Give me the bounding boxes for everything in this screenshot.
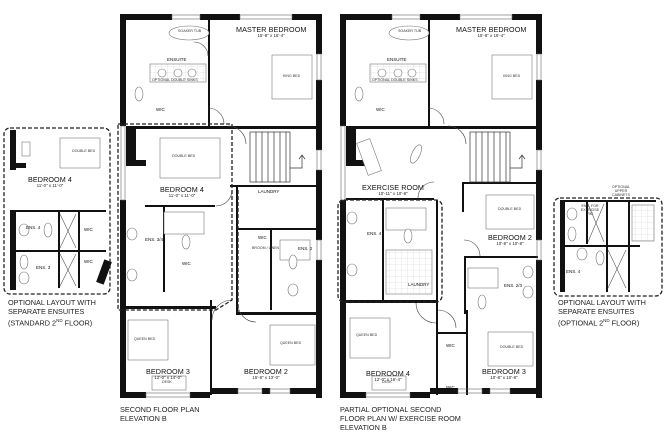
room-name: BEDROOM 3 bbox=[482, 367, 527, 376]
fixture-label-double-bed: DOUBLE BED bbox=[498, 207, 522, 211]
room-dimension: 10'-11" x 10'-8" bbox=[378, 191, 408, 197]
caption-line: ELEVATION B bbox=[120, 414, 167, 423]
room-label-ens-4: ENS. 4 bbox=[367, 231, 382, 236]
fixture-label-queen-bed: QUEEN BED bbox=[356, 333, 378, 337]
room-label-wic: WIC bbox=[84, 259, 93, 264]
room-name: BEDROOM 3 bbox=[146, 367, 191, 376]
inset-caption-standard: OPTIONAL LAYOUT WITH SEPARATE ENSUITES (… bbox=[8, 298, 96, 327]
caption-superscript: ND bbox=[603, 318, 610, 323]
room-label-ensuite: ENSUITE bbox=[167, 57, 187, 62]
caption-line: SEPARATE ENSUITES bbox=[558, 307, 635, 316]
room-name: MASTER BEDROOM bbox=[456, 25, 527, 34]
room-dimension: 15'-8" x 16'-4" bbox=[477, 33, 505, 39]
room-label-ens-4: ENS. 4 bbox=[566, 269, 581, 274]
room-label-wic: WIC bbox=[376, 107, 385, 112]
room-name: BEDROOM 4 bbox=[28, 175, 73, 184]
fixture-label-soaker-tub: SOAKER TUB bbox=[178, 29, 202, 33]
fixture-label-queen-bed: QUEEN BED bbox=[280, 341, 302, 345]
room-label-bedroom-4: BEDROOM 4 11'-0" x 11'-0" bbox=[160, 186, 204, 198]
fixture-label-double-bed: DOUBLE BED bbox=[172, 154, 196, 158]
caption-line: OPTIONAL LAYOUT WITH bbox=[8, 298, 96, 307]
room-label-ens-3-4: ENS. 3/4 bbox=[145, 237, 164, 242]
caption-line: (STANDARD 2ND FLOOR) bbox=[8, 316, 96, 327]
room-label-ens-4: ENS. 4 bbox=[26, 225, 41, 230]
room-dimension: 11'-0" x 11'-0" bbox=[36, 183, 64, 189]
room-label-wic: WIC bbox=[258, 235, 267, 240]
caption-line: FLOOR PLAN W/ EXERCISE ROOM bbox=[340, 414, 461, 423]
plan-caption-second-floor: SECOND FLOOR PLAN ELEVATION B bbox=[120, 405, 199, 423]
room-label-ensuite: ENSUITE bbox=[387, 57, 407, 62]
plan-caption-partial-optional: PARTIAL OPTIONAL SECOND FLOOR PLAN W/ EX… bbox=[340, 405, 461, 432]
room-dimension: 15'-8" x 13'-0" bbox=[252, 375, 280, 381]
room-label-bedroom-3: BEDROOM 3 10'-8" x 10'-8" bbox=[482, 368, 526, 380]
fixture-label-double-sinks: OPTIONAL DOUBLE SINKS bbox=[152, 78, 198, 82]
caption-line: PARTIAL OPTIONAL SECOND bbox=[340, 405, 442, 414]
room-dimension: 12'-0" x 16'-4" bbox=[374, 377, 402, 383]
room-label-wic: WIC bbox=[156, 107, 165, 112]
room-label-bedroom-2: BEDROOM 2 10'-8" x 10'-8" bbox=[488, 234, 532, 246]
fixture-label-desk: DESK bbox=[382, 380, 392, 384]
room-label-ens-2: ENS. 2 bbox=[298, 246, 313, 251]
room-label-master-bedroom: MASTER BEDROOM 15'-8" x 16'-4" bbox=[456, 26, 527, 38]
caption-text: FLOOR) bbox=[609, 318, 640, 328]
room-label-laundry: LAUNDRY bbox=[258, 189, 280, 194]
caption-text: (OPTIONAL 2 bbox=[558, 318, 604, 328]
room-label-exercise-room: EXERCISE ROOM 10'-11" x 10'-8" bbox=[362, 184, 424, 196]
room-dimension: 11'-0" x 11'-0" bbox=[168, 193, 196, 199]
fixture-label-queen-bed: QUEEN BED bbox=[134, 337, 156, 341]
inset-caption-optional: OPTIONAL LAYOUT WITH SEPARATE ENSUITES (… bbox=[558, 298, 646, 327]
room-label-bedroom-2: BEDROOM 2 15'-8" x 13'-0" bbox=[244, 368, 288, 380]
caption-text: (STANDARD 2 bbox=[8, 318, 57, 328]
fixture-label-soaker-tub: SOAKER TUB bbox=[398, 29, 422, 33]
fixture-label-king-bed: KING BED bbox=[283, 74, 301, 78]
room-name: BEDROOM 4 bbox=[366, 369, 411, 378]
room-name: BEDROOM 2 bbox=[488, 233, 533, 242]
room-dimension: 10'-8" x 10'-8" bbox=[496, 241, 524, 247]
room-label-master-bedroom: MASTER BEDROOM 15'-8" x 16'-4" bbox=[236, 26, 307, 38]
caption-line: OPTIONAL LAYOUT WITH bbox=[558, 298, 646, 307]
caption-line: SEPARATE ENSUITES bbox=[8, 307, 85, 316]
fixture-label-double-bed: DOUBLE BED bbox=[500, 345, 524, 349]
room-label-ens-for-exercise: ENS. FOR EXERCISE RM bbox=[580, 204, 600, 216]
room-name: MASTER BEDROOM bbox=[236, 25, 307, 34]
fixture-label-double-sinks: OPTIONAL DOUBLE SINKS bbox=[372, 78, 418, 82]
room-dimension: 10'-8" x 10'-8" bbox=[490, 375, 518, 381]
room-name: EXERCISE ROOM bbox=[362, 183, 425, 192]
plan-a-walls bbox=[120, 14, 322, 398]
fixture-label-desk: DESK bbox=[162, 380, 172, 384]
room-dimension: 12'-0" x 14'-0" bbox=[154, 375, 182, 381]
room-label-bedroom-4-inset: BEDROOM 4 11'-0" x 11'-0" bbox=[28, 176, 72, 188]
room-label-wic: WIC bbox=[446, 343, 455, 348]
room-label-bedroom-4: BEDROOM 4 12'-0" x 16'-4" bbox=[366, 370, 410, 382]
room-name: BEDROOM 4 bbox=[160, 185, 205, 194]
room-label-laundry: LAUNDRY bbox=[408, 282, 430, 287]
fixture-label-upper-cabinets: OPTIONAL UPPER CABINETS bbox=[611, 185, 631, 197]
fixture-label-broom-linen: BROOM / LINEN bbox=[252, 246, 280, 250]
caption-line: (OPTIONAL 2ND FLOOR) bbox=[558, 316, 646, 327]
fixture-label-double-bed: DOUBLE BED bbox=[72, 149, 96, 153]
plan-b-walls bbox=[340, 14, 542, 398]
caption-text: FLOOR) bbox=[62, 318, 93, 328]
room-label-wic: WIC bbox=[446, 385, 455, 390]
room-label-bedroom-3: BEDROOM 3 12'-0" x 14'-0" bbox=[146, 368, 190, 380]
caption-line: ELEVATION B bbox=[340, 423, 387, 432]
room-name: BEDROOM 2 bbox=[244, 367, 289, 376]
room-label-ens-2-3: ENS. 2/3 bbox=[504, 283, 523, 288]
fixture-label-king-bed: KING BED bbox=[503, 74, 521, 78]
room-dimension: 15'-8" x 16'-4" bbox=[257, 33, 285, 39]
room-label-ens-3: ENS. 3 bbox=[36, 265, 51, 270]
room-label-wic: WIC bbox=[182, 261, 191, 266]
caption-line: SECOND FLOOR PLAN bbox=[120, 405, 200, 414]
caption-superscript: ND bbox=[56, 318, 63, 323]
room-label-wic: WIC bbox=[84, 227, 93, 232]
